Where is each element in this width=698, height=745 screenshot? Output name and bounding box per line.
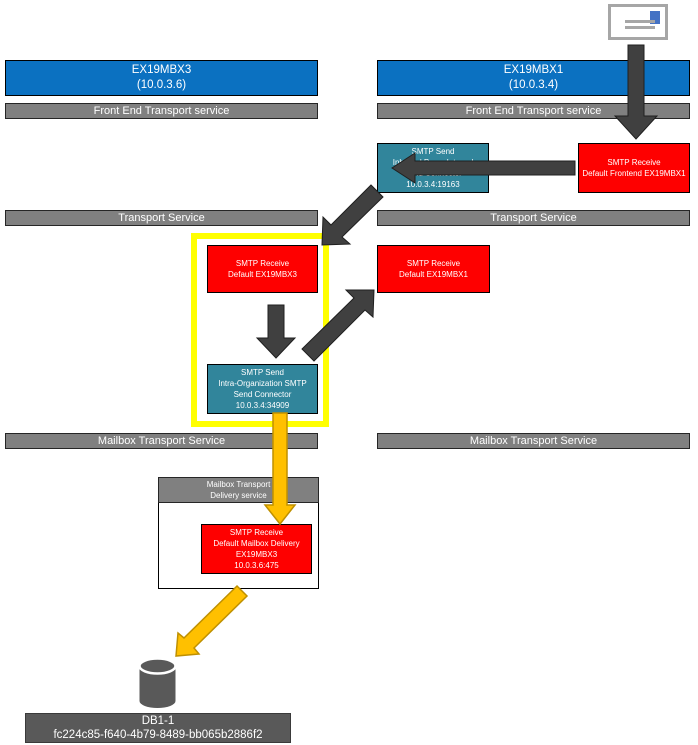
database-guid: fc224c85-f640-4b79-8489-bb065b2886f2 [53, 729, 263, 741]
connector-line: SMTP Send [241, 368, 284, 377]
server-box-ex19mbx1: EX19MBX1 (10.0.3.4) [377, 60, 690, 96]
server-box-ex19mbx3: EX19MBX3 (10.0.3.6) [5, 60, 318, 96]
connector-line: SMTP Send [411, 147, 455, 156]
server-name: EX19MBX1 [503, 64, 564, 76]
connector-inbound-proxy-send: SMTP Send Inbound Proxy Internal Send Co… [377, 143, 489, 193]
mailbox-transport-bar-left: Mailbox Transport Service [5, 433, 318, 449]
front-end-transport-bar-left: Front End Transport service [5, 103, 318, 119]
connector-default-receive-mbx1: SMTP Receive Default EX19MBX1 [377, 245, 490, 293]
database-name: DB1-1 [141, 715, 175, 727]
connector-line: Default EX19MBX3 [228, 270, 297, 279]
connector-line: 10.0.3.4:34909 [235, 401, 290, 410]
connector-line: SMTP Receive [235, 259, 290, 268]
database-cylinder-icon [138, 657, 177, 708]
transport-service-bar-left: Transport Service [5, 210, 318, 226]
connector-line: Intra-Organization SMTP [218, 379, 307, 388]
connector-line: SMTP Receive [406, 259, 461, 268]
stamp-icon [650, 11, 660, 24]
arrow-inbound-proxy-to-default-receive-mbx3 [321, 184, 384, 246]
database-label: DB1-1 fc224c85-f640-4b79-8489-bb065b2886… [25, 713, 291, 743]
connector-line: SMTP Receive [229, 528, 284, 537]
email-message-icon [608, 4, 668, 40]
connector-default-receive-mbx3: SMTP Receive Default EX19MBX3 [207, 245, 318, 293]
transport-service-bar-right: Transport Service [377, 210, 690, 226]
mailbox-transport-bar-right: Mailbox Transport Service [377, 433, 690, 449]
server-ip: (10.0.3.6) [136, 79, 187, 91]
arrow-delivery-to-database [175, 584, 249, 657]
connector-line: SMTP Receive [607, 158, 661, 167]
connector-line: Default Frontend EX19MBX1 [582, 169, 686, 178]
connector-line: Send Connector [404, 169, 462, 178]
header-line: Delivery service [210, 491, 267, 500]
envelope-text-line [625, 26, 655, 29]
connector-line: 10.0.3.4:19163 [406, 180, 460, 189]
connector-line: 10.0.3.6:475 [234, 561, 279, 570]
connector-line: Send Connector [233, 390, 292, 399]
mailbox-delivery-header: Mailbox Transport Delivery service [158, 477, 319, 503]
connector-line: Inbound Proxy Internal [392, 158, 474, 167]
connector-mailbox-delivery-receive: SMTP Receive Default Mailbox Delivery EX… [201, 524, 312, 574]
envelope-text-line [625, 20, 655, 23]
server-ip: (10.0.3.4) [508, 79, 559, 91]
connector-line: Default EX19MBX1 [399, 270, 468, 279]
connector-intra-org-send: SMTP Send Intra-Organization SMTP Send C… [207, 364, 318, 414]
server-name: EX19MBX3 [131, 64, 192, 76]
connector-frontend-receive: SMTP Receive Default Frontend EX19MBX1 [578, 143, 690, 193]
connector-line: EX19MBX3 [235, 550, 278, 559]
header-line: Mailbox Transport [206, 480, 271, 489]
connector-line: Default Mailbox Delivery [213, 539, 300, 548]
front-end-transport-bar-right: Front End Transport service [377, 103, 690, 119]
